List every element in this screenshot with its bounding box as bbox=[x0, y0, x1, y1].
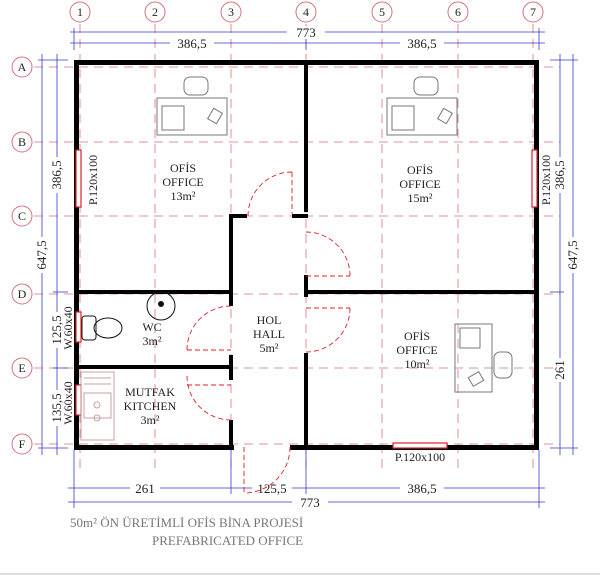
windows bbox=[75, 149, 538, 449]
dim-top-right: 386,5 bbox=[407, 36, 436, 51]
grid-row-label: B bbox=[18, 135, 26, 149]
room-kitchen-tr: MUTFAK bbox=[125, 385, 175, 399]
dim-bottom-left: 261 bbox=[135, 481, 155, 496]
dim-top-total: 773 bbox=[296, 25, 316, 40]
dim-bottom-mid: 125,5 bbox=[257, 481, 286, 496]
grid-col-label: 3 bbox=[228, 5, 234, 19]
room-office-10-area: 10m² bbox=[405, 357, 430, 371]
grid-col-label: 5 bbox=[379, 5, 385, 19]
grid-col-label: 1 bbox=[77, 5, 83, 19]
room-kitchen-area: 3m² bbox=[141, 413, 160, 427]
grid-column-bubbles bbox=[69, 1, 544, 23]
room-wc-area: 3m² bbox=[143, 334, 162, 348]
dim-bottom-total: 773 bbox=[300, 495, 320, 510]
window-label-right-office: P.120x100 bbox=[539, 155, 553, 205]
dim-left-upper: 386,5 bbox=[49, 160, 64, 189]
grid-col-label: 4 bbox=[303, 5, 309, 19]
desk-office-15 bbox=[386, 76, 458, 136]
grid-row-label: F bbox=[19, 437, 26, 451]
window-label-bottom-office: P.120x100 bbox=[395, 450, 445, 464]
dim-right-lower: 261 bbox=[552, 360, 567, 380]
desk-office-10 bbox=[454, 323, 513, 393]
room-office-10-en: OFFICE bbox=[396, 343, 437, 357]
room-kitchen-en: KITCHEN bbox=[124, 399, 177, 413]
window-label-wc: W.60x40 bbox=[61, 306, 75, 349]
dim-left-total: 647,5 bbox=[34, 240, 49, 269]
window-label-kitchen: W.60x40 bbox=[61, 381, 75, 424]
dim-right-total: 647,5 bbox=[565, 240, 580, 269]
door-swings bbox=[186, 171, 351, 494]
kitchen-sink bbox=[80, 371, 115, 441]
room-office-10-tr: OFİS bbox=[404, 329, 430, 343]
divider bbox=[0, 573, 600, 575]
grid-row-label: A bbox=[18, 60, 27, 74]
room-hall-tr: HOL bbox=[257, 313, 282, 327]
dim-left-wc: 125,5 bbox=[49, 315, 64, 344]
dim-bottom-right: 386,5 bbox=[407, 481, 436, 496]
room-office-13-tr: OFİS bbox=[170, 161, 196, 175]
room-office-15-area: 15m² bbox=[408, 191, 433, 205]
grid-row-bubbles bbox=[11, 56, 33, 455]
room-office-13-en: OFFICE bbox=[162, 175, 203, 189]
room-hall-en: HALL bbox=[253, 327, 285, 341]
desk-office-13 bbox=[156, 76, 228, 136]
grid-lines bbox=[34, 24, 560, 470]
room-wc-en: WC bbox=[142, 320, 161, 334]
room-office-13-area: 13m² bbox=[171, 189, 196, 203]
room-office-15-tr: OFİS bbox=[407, 163, 433, 177]
room-hall-area: 5m² bbox=[260, 341, 279, 355]
grid-col-label: 6 bbox=[455, 5, 461, 19]
grid-row-label: D bbox=[18, 287, 27, 301]
dim-top-left: 386,5 bbox=[177, 36, 206, 51]
grid-col-label: 7 bbox=[530, 5, 536, 19]
window-label-left-office: P.120x100 bbox=[86, 155, 100, 205]
project-title-en: PREFABRICATED OFFICE bbox=[152, 533, 304, 548]
dim-right-upper: 386,5 bbox=[552, 160, 567, 189]
grid-row-label: C bbox=[18, 209, 26, 223]
grid-col-label: 2 bbox=[152, 5, 158, 19]
wash-basin bbox=[146, 291, 176, 321]
grid-row-label: E bbox=[18, 361, 25, 375]
dim-left-kitchen: 135,5 bbox=[49, 393, 64, 422]
toilet bbox=[81, 315, 123, 341]
room-office-15-en: OFFICE bbox=[399, 177, 440, 191]
project-title-tr: 50m² ÖN ÜRETİMLİ OFİS BİNA PROJESİ bbox=[70, 515, 304, 530]
